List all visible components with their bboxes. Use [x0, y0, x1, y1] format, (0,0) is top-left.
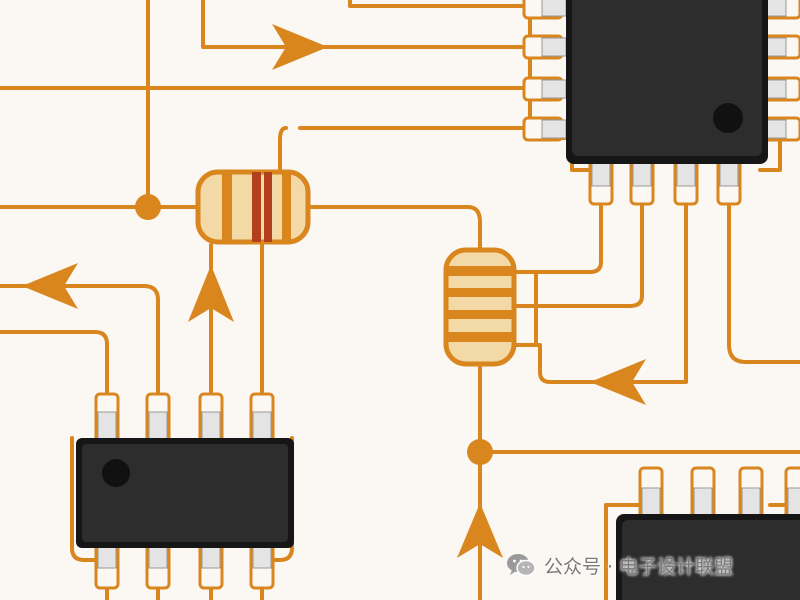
resistor-band	[252, 172, 261, 242]
arrow-up-icon	[457, 503, 503, 558]
chip-pins-top	[94, 392, 275, 444]
trace-top-loop-b	[348, 0, 532, 8]
arrow-right-icon	[272, 24, 328, 70]
trace-resistor-upper-lead	[278, 126, 288, 174]
trace-big-pin-c	[514, 198, 688, 384]
trace-big-pin-d	[727, 198, 800, 364]
inductor	[443, 247, 538, 367]
ic-chip-small	[76, 392, 294, 590]
trace-small-bottom-pins	[105, 573, 264, 600]
watermark: 公众号 · 电子设计联盟	[506, 548, 733, 582]
resistor	[195, 169, 311, 245]
trace-big-pin-a	[514, 198, 603, 274]
signal-arrows	[22, 24, 646, 558]
inductor-band	[446, 288, 514, 297]
trace-top-loop-a	[201, 0, 532, 49]
inductor-band	[446, 332, 514, 342]
trace-pin2	[0, 284, 160, 400]
resistor-band	[264, 172, 272, 242]
junction-dot	[467, 439, 493, 465]
resistor-band	[222, 172, 232, 242]
chip-pins-bottom	[588, 158, 742, 206]
chip-pins-top	[638, 466, 800, 522]
ic-chip-large	[522, 0, 800, 206]
trace-res-to-inductor	[305, 205, 482, 252]
watermark-text: 公众号 · 电子设计联盟	[544, 555, 734, 578]
chip-pin1-marker	[713, 103, 743, 133]
inductor-band	[446, 310, 514, 319]
trace-big-pin-b	[514, 198, 644, 308]
resistor-band	[282, 172, 291, 242]
arrow-left-icon	[22, 263, 78, 309]
wechat-icon	[507, 554, 536, 577]
ic-chip-bottom-right	[616, 466, 800, 600]
chip-pins-left	[522, 0, 567, 142]
chip-pin1-marker	[102, 459, 130, 487]
trace-small-chip-outline	[70, 436, 294, 562]
inductor-band	[446, 266, 514, 276]
trace-pin1	[0, 330, 109, 400]
arrow-left-icon	[590, 359, 646, 405]
arrow-up-icon	[188, 265, 234, 322]
junction-dot	[135, 194, 161, 220]
